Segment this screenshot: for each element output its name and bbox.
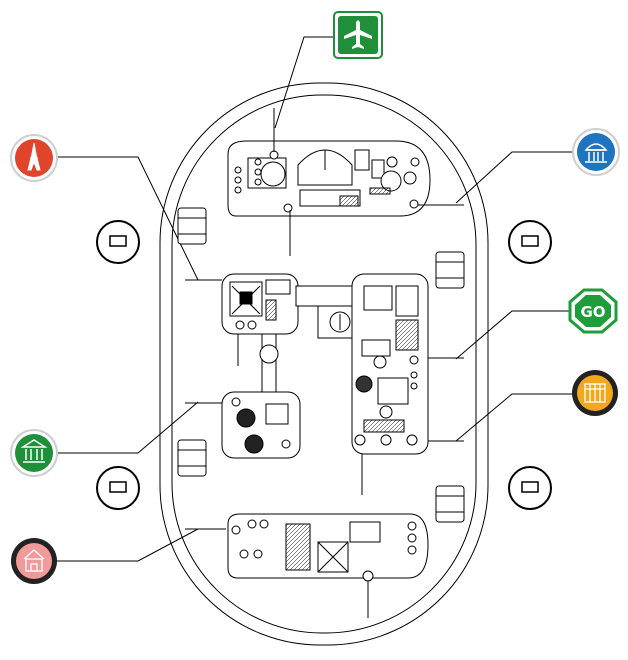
module-bottom	[227, 513, 429, 582]
go-label: GO	[580, 303, 605, 321]
marker-museum[interactable]	[10, 429, 58, 477]
marker-airport[interactable]	[333, 11, 383, 59]
house-icon	[23, 549, 45, 572]
marker-dome[interactable]	[572, 128, 620, 176]
domed-building-icon	[584, 143, 608, 163]
side-button-left-bottom[interactable]	[96, 466, 140, 510]
tablet-icon	[109, 481, 127, 493]
module-lower-left	[221, 391, 301, 459]
side-button-left-top[interactable]	[96, 220, 140, 264]
outer-track	[159, 82, 489, 646]
module-top	[227, 140, 431, 217]
connector-blocks	[177, 207, 465, 523]
hotel-building-icon	[584, 383, 606, 403]
eiffel-tower-icon	[27, 142, 41, 171]
museum-icon	[20, 439, 48, 463]
marker-house[interactable]	[11, 538, 57, 584]
side-button-right-bottom[interactable]	[508, 466, 552, 510]
tablet-icon	[521, 481, 539, 493]
module-right	[351, 273, 429, 455]
marker-go[interactable]: GO	[568, 288, 618, 334]
marker-tower[interactable]	[10, 134, 58, 182]
airplane-icon	[344, 20, 372, 49]
marker-hotel[interactable]	[572, 370, 618, 416]
laptop-icon	[109, 235, 127, 247]
laptop-icon	[521, 235, 539, 247]
side-button-right-top[interactable]	[508, 220, 552, 264]
module-cross	[221, 273, 299, 335]
